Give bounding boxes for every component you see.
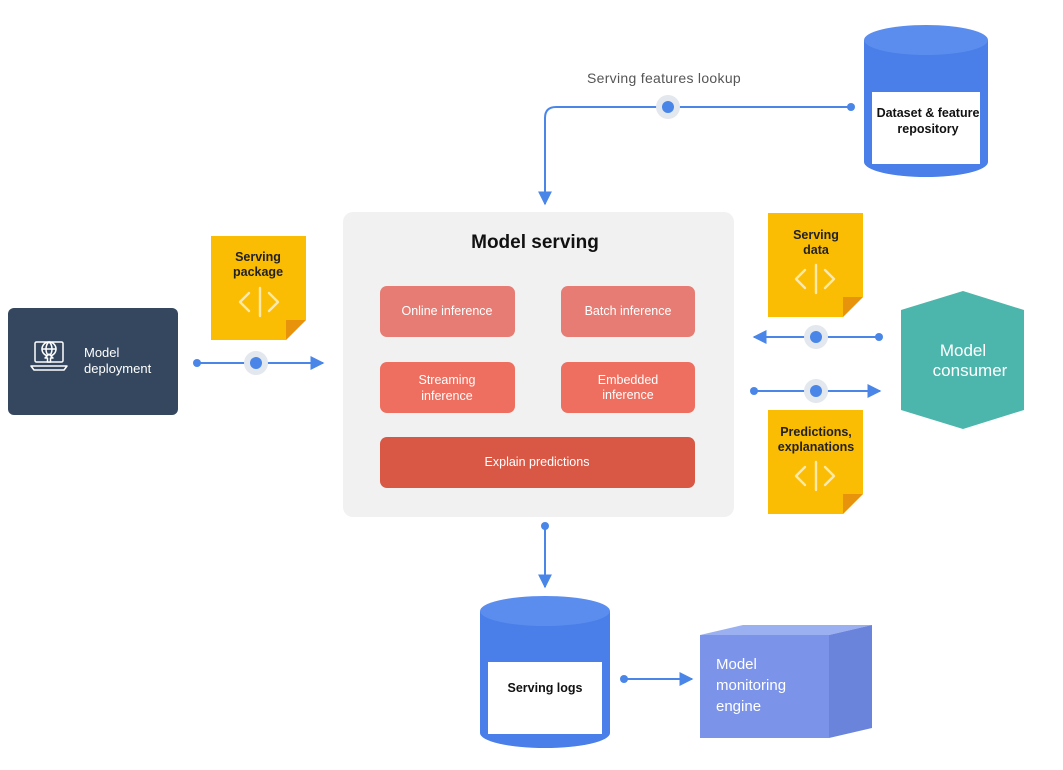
logs-arrow-start <box>541 522 549 530</box>
serving-data-line1: Serving <box>793 228 839 242</box>
monitoring-arrow-start <box>620 675 628 683</box>
lookup-node <box>662 101 674 113</box>
monitoring-label-line2: monitoring <box>716 677 786 694</box>
online-inference-label: Online inference <box>401 304 492 318</box>
predictions-line1: Predictions, <box>780 425 852 439</box>
predictions-line2: explanations <box>778 440 854 454</box>
dataset-label-line2: repository <box>897 122 958 136</box>
batch-inference-label: Batch inference <box>585 304 672 318</box>
predictions-note: Predictions, explanations <box>768 410 863 514</box>
model-consumer-hexagon <box>901 291 1024 429</box>
explain-predictions-label: Explain predictions <box>485 455 590 469</box>
model-deployment-card <box>8 308 178 415</box>
lookup-endpoint <box>847 103 855 111</box>
laptop-globe-icon <box>30 341 68 371</box>
embedded-inference-line2: inference <box>602 388 653 402</box>
serving-data-line2: data <box>803 243 830 257</box>
embedded-inference-box <box>561 362 695 413</box>
code-icon <box>794 263 836 295</box>
model-serving-title: Model serving <box>471 232 599 253</box>
consumer-label-line2: consumer <box>933 361 1008 380</box>
serving-package-line2: package <box>233 265 283 279</box>
lookup-label: Serving features lookup <box>587 70 741 86</box>
serving-data-node <box>810 331 822 343</box>
code-icon <box>794 460 836 492</box>
deployment-label-line2: deployment <box>84 361 152 376</box>
monitoring-label-line3: engine <box>716 698 761 715</box>
serving-logs-label: Serving logs <box>507 681 582 695</box>
serving-data-arrow-start <box>875 333 883 341</box>
dataset-repository-cylinder: Dataset & feature repository <box>864 25 988 177</box>
consumer-label-line1: Model <box>940 341 986 360</box>
deployment-label-line1: Model <box>84 345 120 360</box>
streaming-inference-box <box>380 362 515 413</box>
code-icon <box>238 286 280 318</box>
monitoring-label-line1: Model <box>716 656 757 673</box>
online-inference-box <box>380 286 515 337</box>
package-arrow-start <box>193 359 201 367</box>
dataset-label-line1: Dataset & feature <box>877 106 980 120</box>
serving-package-note: Serving package <box>211 236 306 340</box>
predictions-node <box>810 385 822 397</box>
predictions-arrow-start <box>750 387 758 395</box>
serving-data-note: Serving data <box>768 213 863 317</box>
lookup-arrow <box>538 106 851 206</box>
batch-inference-box <box>561 286 695 337</box>
embedded-inference-line1: Embedded <box>598 373 659 387</box>
serving-logs-cylinder: Serving logs <box>480 596 610 748</box>
serving-package-line1: Serving <box>235 250 281 264</box>
package-node <box>250 357 262 369</box>
explain-predictions-box <box>380 437 695 488</box>
monitoring-engine-cube: Model monitoring engine <box>700 625 872 738</box>
streaming-inference-line1: Streaming <box>419 373 476 387</box>
streaming-inference-line2: inference <box>421 389 472 403</box>
